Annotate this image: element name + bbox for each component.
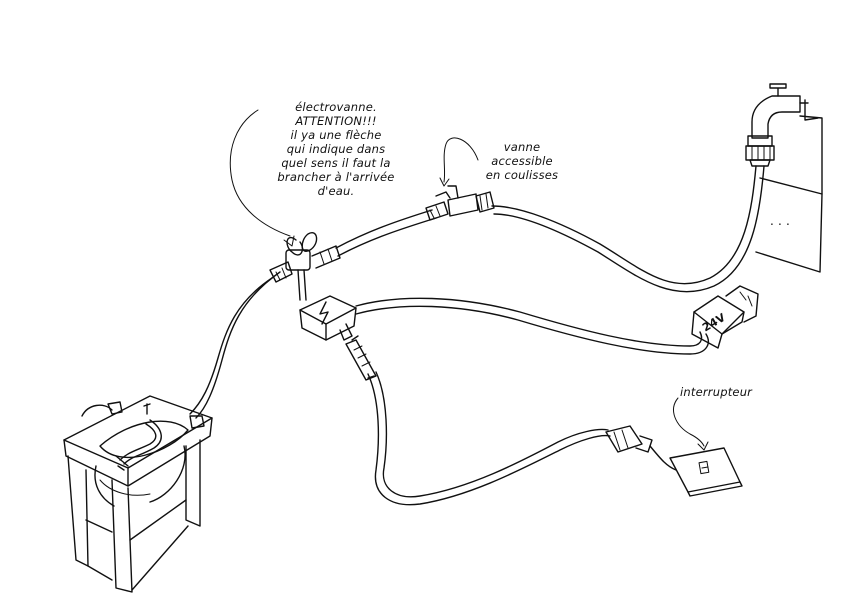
solenoid-note-line-6: brancher à l'arrivée: [277, 170, 395, 184]
water-tap-icon: [745, 83, 819, 167]
solenoid-note-line-2: ATTENTION!!!: [295, 114, 377, 128]
solenoid-note-line-3: il ya une flèche: [290, 128, 382, 142]
valve-note-line-3: en coulisses: [485, 168, 559, 182]
solenoid-note-line-1: électrovanne.: [295, 100, 377, 114]
water-tank-icon: [63, 395, 213, 593]
wall-dots: . . .: [770, 214, 791, 228]
switch-icon: [669, 447, 743, 497]
junction-box-icon: [299, 295, 357, 341]
valve-access-note: vanne accessible en coulisses: [472, 140, 572, 182]
solenoid-valve-note: électrovanne. ATTENTION!!! il ya une flè…: [262, 100, 410, 198]
transformer-icon: [691, 285, 759, 349]
wall-panel: [755, 115, 823, 273]
switch-label: interrupteur: [680, 385, 753, 399]
water-hoses: [189, 165, 765, 419]
electric-cables: [345, 297, 709, 506]
solenoid-note-line-7: d'eau.: [317, 184, 355, 198]
solenoid-note-line-5: quel sens il faut la: [281, 156, 391, 170]
solenoid-valve-icon: [269, 232, 341, 301]
annotation-pointers: [229, 109, 709, 451]
valve-note-line-1: vanne: [503, 140, 541, 154]
solenoid-note-line-4: qui indique dans: [286, 142, 386, 156]
valve-note-line-2: accessible: [491, 154, 553, 168]
valve-icon: [425, 185, 495, 221]
